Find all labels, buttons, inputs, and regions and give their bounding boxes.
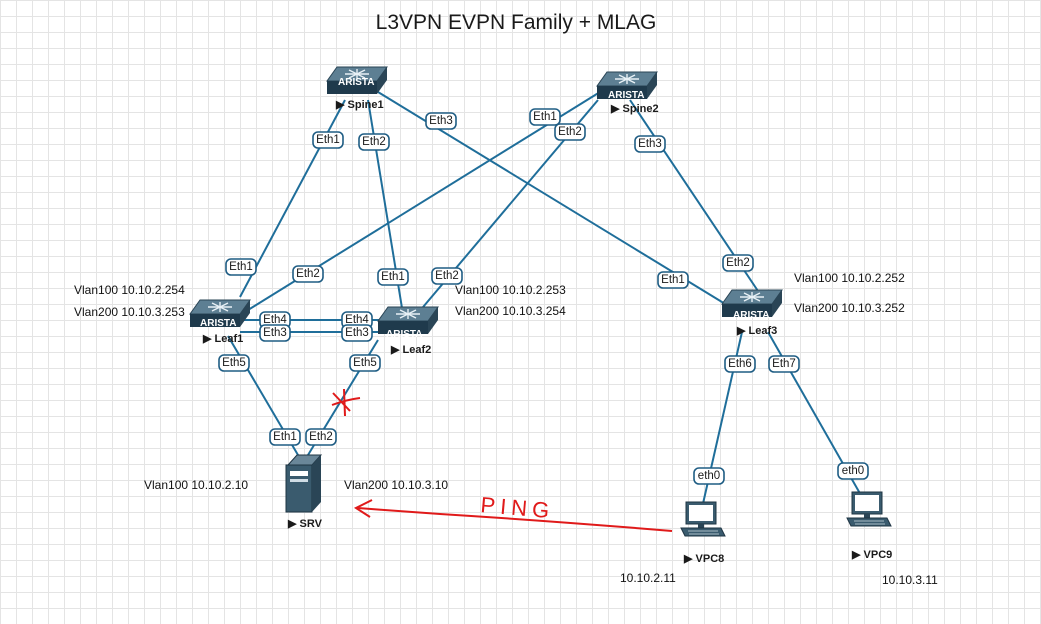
leaf1-label: ▶ Leaf1 — [202, 333, 243, 345]
diagram-title: L3VPN EVPN Family + MLAG — [376, 11, 657, 34]
leaf3-vlan100-annotation: Vlan100 10.10.2.252 — [794, 271, 905, 285]
srv-vlan200-annotation: Vlan200 10.10.3.10 — [344, 478, 448, 492]
port-label: Eth7 — [772, 358, 796, 370]
link-failure-mark — [331, 388, 361, 417]
leaf2-vlan200-annotation: Vlan200 10.10.3.254 — [455, 304, 566, 318]
port-badge-leaf1-eth5: Eth5 — [218, 354, 250, 372]
port-label: Eth5 — [353, 357, 377, 369]
port-label: Eth6 — [728, 358, 752, 370]
port-label: eth0 — [842, 465, 864, 477]
port-label: Eth3 — [263, 327, 287, 339]
port-badge-leaf1-eth1: Eth1 — [225, 258, 257, 276]
spine1-label: ▶ Spine1 — [335, 99, 384, 111]
vpc8-label: ▶ VPC8 — [683, 553, 724, 565]
port-label: Eth1 — [316, 134, 340, 146]
leaf3-vlan200-annotation: Vlan200 10.10.3.252 — [794, 301, 905, 315]
spine2-label: ▶ Spine2 — [610, 103, 659, 115]
port-label: eth0 — [698, 470, 720, 482]
vpc9-ip-annotation: 10.10.3.11 — [882, 573, 938, 587]
brand-logo: ARISTA — [386, 329, 422, 340]
port-label: Eth2 — [435, 270, 459, 282]
port-label: Eth1 — [661, 274, 685, 286]
server-icon — [285, 454, 323, 513]
port-label: Eth4 — [345, 314, 369, 326]
port-badge-leaf1-eth2: Eth2 — [292, 265, 324, 283]
port-badge-spine1-eth3: Eth3 — [425, 112, 457, 130]
ping-arrow — [353, 499, 673, 532]
port-label: Eth3 — [638, 138, 662, 150]
port-badge-vpc8-eth0: eth0 — [693, 467, 725, 485]
port-label: Eth2 — [558, 126, 582, 138]
vpc8-ip-annotation: 10.10.2.11 — [620, 571, 676, 585]
srv-vlan100-annotation: Vlan100 10.10.2.10 — [144, 478, 248, 492]
port-badge-srv-eth1: Eth1 — [269, 428, 301, 446]
port-badge-leaf2-eth3: Eth3 — [341, 324, 373, 342]
port-badge-vpc9-eth0: eth0 — [837, 462, 869, 480]
spine1-switch[interactable]: ARISTA ▶ Spine1 — [326, 66, 388, 111]
srv-label: ▶ SRV — [287, 518, 323, 530]
port-label: Eth3 — [345, 327, 369, 339]
port-label: Eth2 — [726, 257, 750, 269]
vpc8-host[interactable]: ▶ VPC8 — [680, 501, 726, 565]
leaf1-vlan100-annotation: Vlan100 10.10.2.254 — [74, 283, 185, 297]
port-badge-leaf2-eth1: Eth1 — [377, 268, 409, 286]
port-badge-srv-eth2: Eth2 — [305, 428, 337, 446]
annotations: Vlan100 10.10.2.254 Vlan200 10.10.3.253 … — [74, 271, 938, 587]
leaf1-switch[interactable]: ARISTA ▶ Leaf1 — [189, 299, 251, 345]
leaf1-vlan200-annotation: Vlan200 10.10.3.253 — [74, 305, 185, 319]
vpc9-host[interactable]: ▶ VPC9 — [846, 491, 892, 561]
ping-label: PING — [480, 492, 556, 523]
srv-server[interactable]: ▶ SRV — [285, 454, 323, 530]
leaf3-label: ▶ Leaf3 — [736, 325, 777, 337]
port-badge-spine1-eth1: Eth1 — [312, 131, 344, 149]
port-badge-leaf3-eth6: Eth6 — [724, 355, 756, 373]
leaf2-label: ▶ Leaf2 — [390, 344, 431, 356]
port-badge-leaf2-eth5: Eth5 — [349, 354, 381, 372]
port-label: Eth1 — [229, 261, 253, 273]
port-badge-spine2-eth2: Eth2 — [554, 123, 586, 141]
brand-logo: ARISTA — [338, 77, 374, 88]
port-label: Eth1 — [273, 431, 297, 443]
leaf2-vlan100-annotation: Vlan100 10.10.2.253 — [455, 283, 566, 297]
pc-icon — [680, 501, 726, 537]
port-label: Eth1 — [381, 271, 405, 283]
port-label: Eth2 — [309, 431, 333, 443]
port-label: Eth5 — [222, 357, 246, 369]
port-badge-spine2-eth3: Eth3 — [634, 135, 666, 153]
vpc9-label: ▶ VPC9 — [851, 549, 892, 561]
port-label: Eth2 — [362, 136, 386, 148]
port-label: Eth3 — [429, 115, 453, 127]
port-badge-leaf1-eth3: Eth3 — [259, 324, 291, 342]
brand-logo: ARISTA — [200, 318, 236, 329]
leaf2-switch[interactable]: ARISTA ▶ Leaf2 — [377, 306, 439, 356]
pc-icon — [846, 491, 892, 527]
brand-logo: ARISTA — [733, 310, 769, 321]
port-badge-leaf3-eth1: Eth1 — [657, 271, 689, 289]
port-badge-spine2-eth1: Eth1 — [529, 108, 561, 126]
port-badge-leaf3-eth2: Eth2 — [722, 254, 754, 272]
port-badge-leaf3-eth7: Eth7 — [768, 355, 800, 373]
brand-logo: ARISTA — [608, 90, 644, 101]
port-badge-leaf2-eth2: Eth2 — [431, 267, 463, 285]
port-label: Eth2 — [296, 268, 320, 280]
spine2-switch[interactable]: ARISTA ▶ Spine2 — [596, 71, 659, 115]
port-label: Eth4 — [263, 314, 287, 326]
port-label: Eth1 — [533, 111, 557, 123]
port-badge-spine1-eth2: Eth2 — [358, 133, 390, 151]
leaf3-switch[interactable]: ARISTA ▶ Leaf3 — [721, 289, 783, 337]
